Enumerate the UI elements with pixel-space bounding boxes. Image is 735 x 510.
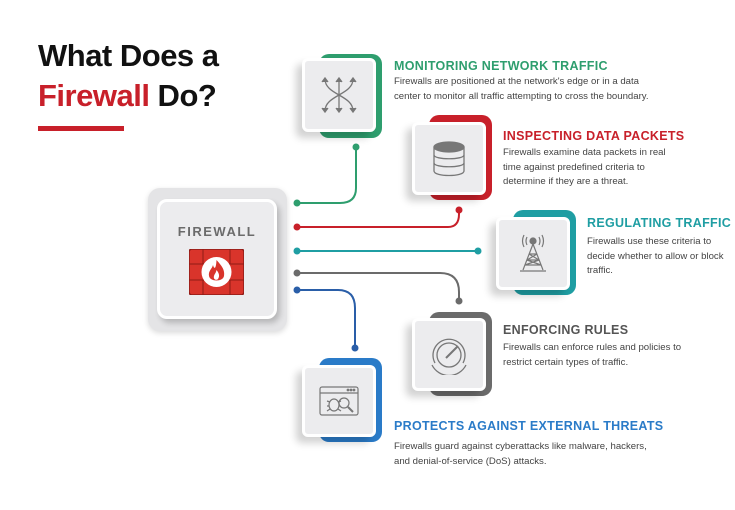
inspecting-icon-card (412, 122, 486, 195)
protects-icon-card (302, 365, 376, 437)
connector-green (297, 147, 357, 204)
title-underline (38, 126, 124, 131)
item-desc: Firewalls are positioned at the network'… (394, 76, 649, 102)
item-desc: Firewalls can enforce rules and policies… (503, 342, 682, 368)
item-desc: Firewalls guard against cyberattacks lik… (394, 441, 647, 467)
connector-red (297, 210, 460, 228)
item-title: MONITORING NETWORK TRAFFIC (394, 59, 608, 73)
item-title: ENFORCING RULES (503, 323, 629, 337)
title-highlight: Firewall (38, 78, 150, 113)
gauge-icon (431, 338, 467, 375)
page-title-line1: What Does a (38, 38, 219, 73)
enforcing-icon-card (412, 318, 486, 391)
firewall-label: FIREWALL (177, 224, 257, 239)
regulating-icon-card (496, 217, 570, 290)
page-title-line2: Firewall Do? (38, 78, 217, 114)
item-title: PROTECTS AGAINST EXTERNAL THREATS (394, 419, 664, 433)
firewall-flame-icon (189, 249, 244, 295)
item-title: REGULATING TRAFFIC (587, 216, 732, 230)
antenna-tower-icon (520, 234, 546, 272)
bug-search-icon (319, 386, 359, 416)
traffic-arrows-icon (321, 76, 357, 114)
monitoring-icon-card (302, 58, 376, 132)
item-title: INSPECTING DATA PACKETS (503, 129, 685, 143)
connector-gray (297, 272, 460, 301)
connector-blue (297, 289, 356, 348)
title-rest: Do? (149, 78, 217, 113)
database-icon (433, 140, 465, 176)
